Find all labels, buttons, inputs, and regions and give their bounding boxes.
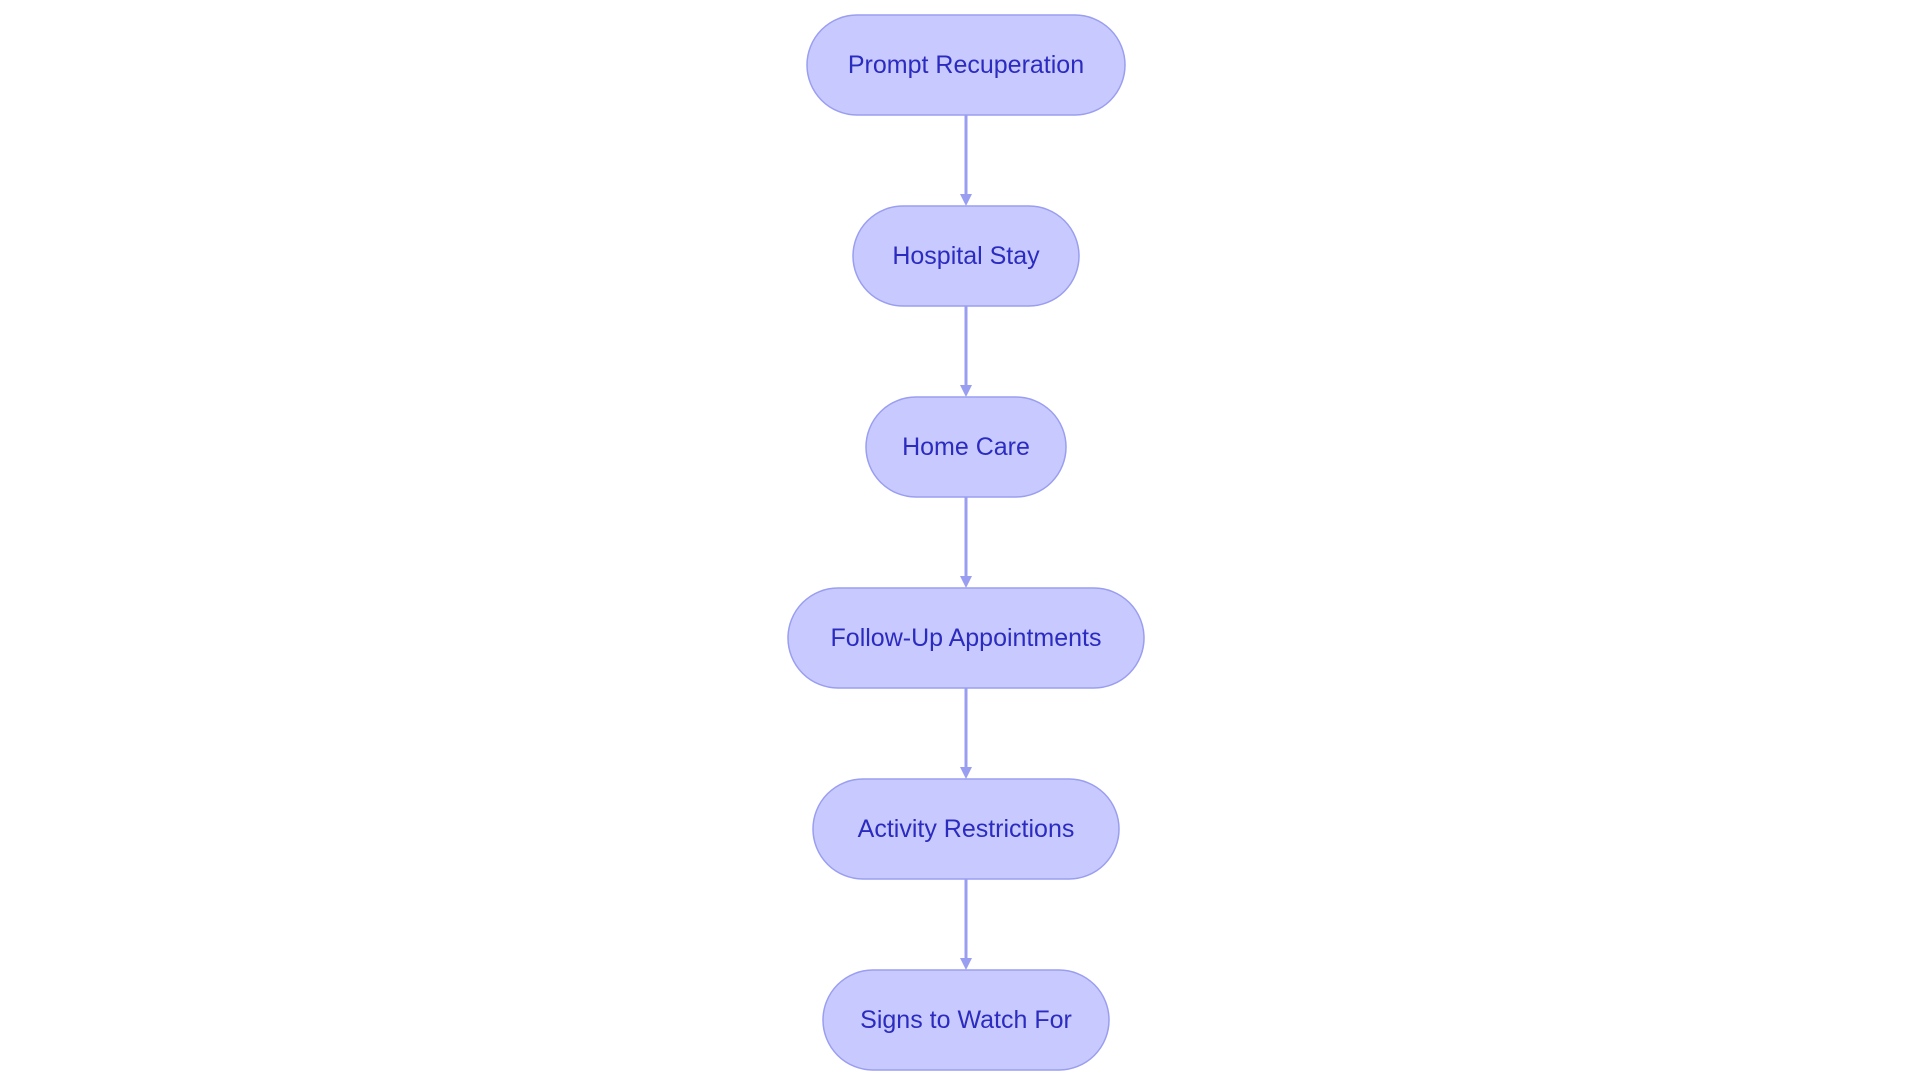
flow-node-n4: Follow-Up Appointments [787, 587, 1145, 689]
flow-node-n2: Hospital Stay [852, 205, 1080, 307]
flow-node-shape [812, 778, 1120, 880]
flow-node-n5: Activity Restrictions [812, 778, 1120, 880]
flow-node-n1: Prompt Recuperation [806, 14, 1126, 116]
flow-node-label: Follow-Up Appointments [831, 624, 1102, 652]
flow-node-label: Hospital Stay [892, 242, 1040, 270]
flow-node-n3: Home Care [865, 396, 1067, 498]
flow-node-shape [806, 14, 1126, 116]
flow-node-label: Prompt Recuperation [848, 51, 1084, 79]
flow-node-shape [787, 587, 1145, 689]
flow-node-shape [822, 969, 1110, 1071]
flow-node-label: Home Care [902, 433, 1030, 461]
flow-node-shape [852, 205, 1080, 307]
flow-node-label: Signs to Watch For [860, 1006, 1072, 1034]
flow-node-shape [865, 396, 1067, 498]
flow-node-label: Activity Restrictions [858, 815, 1075, 843]
flow-node-n6: Signs to Watch For [822, 969, 1110, 1071]
